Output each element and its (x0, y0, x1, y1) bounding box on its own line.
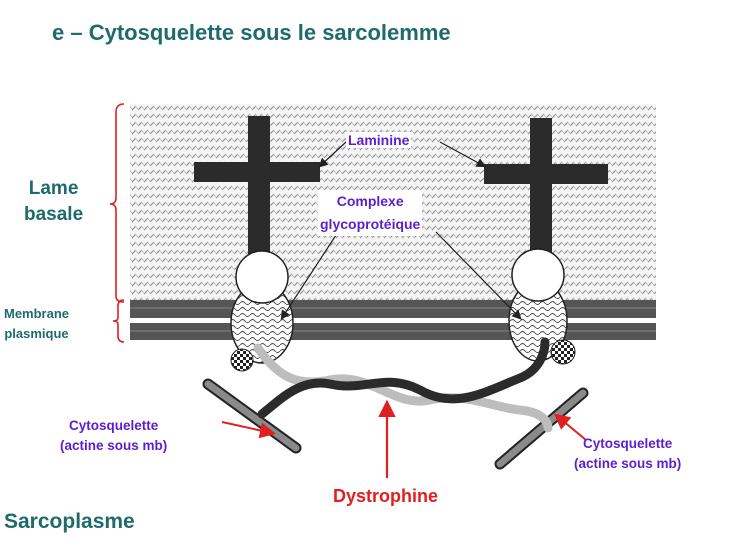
actin-right (494, 387, 589, 470)
label-sarcoplasme: Sarcoplasme (4, 510, 135, 533)
arrow-complexe-left (280, 231, 339, 321)
glycoprotein-complex-left (230, 250, 294, 372)
membrane-bar-top (130, 300, 656, 318)
label-dystrophine: Dystrophine (333, 486, 439, 506)
bracket-membrane (112, 299, 125, 343)
laminin-right (484, 118, 608, 266)
label-laminine: Laminine (346, 132, 412, 148)
label-cyto-right-text: Cytosquelette (actine sous mb) (574, 436, 682, 471)
arrow-laminine-left (318, 141, 347, 168)
label-complexe-glycoproteique: Complexe glycoprotéique (318, 190, 423, 236)
label-lame-basale: Lame basale (24, 176, 83, 228)
label-lame-basale-text: Lame basale (24, 178, 84, 225)
arrow-cyto-right (553, 413, 587, 441)
label-cyto-left-text: Cytosquelette (actine sous mb) (60, 418, 168, 453)
label-cytosquelette-right: Cytosquelette (actine sous mb) (574, 434, 681, 474)
label-membrane-plasmique: Membrane plasmique (4, 304, 69, 344)
page-title: e – Cytosquelette sous le sarcolemme (52, 20, 451, 45)
actin-left (202, 378, 302, 454)
arrow-laminine-right (439, 141, 487, 168)
arrow-cyto-left (221, 421, 276, 439)
laminin-left (194, 116, 320, 266)
dystrophin (253, 337, 553, 433)
arrow-complexe-right (435, 231, 522, 320)
label-membrane-text: Membrane plasmique (4, 306, 70, 341)
label-cytosquelette-left: Cytosquelette (actine sous mb) (60, 416, 167, 456)
glycoprotein-complex-right (508, 248, 576, 365)
bracket-lame (109, 103, 125, 303)
label-complexe-text: Complexe glycoprotéique (320, 193, 421, 232)
